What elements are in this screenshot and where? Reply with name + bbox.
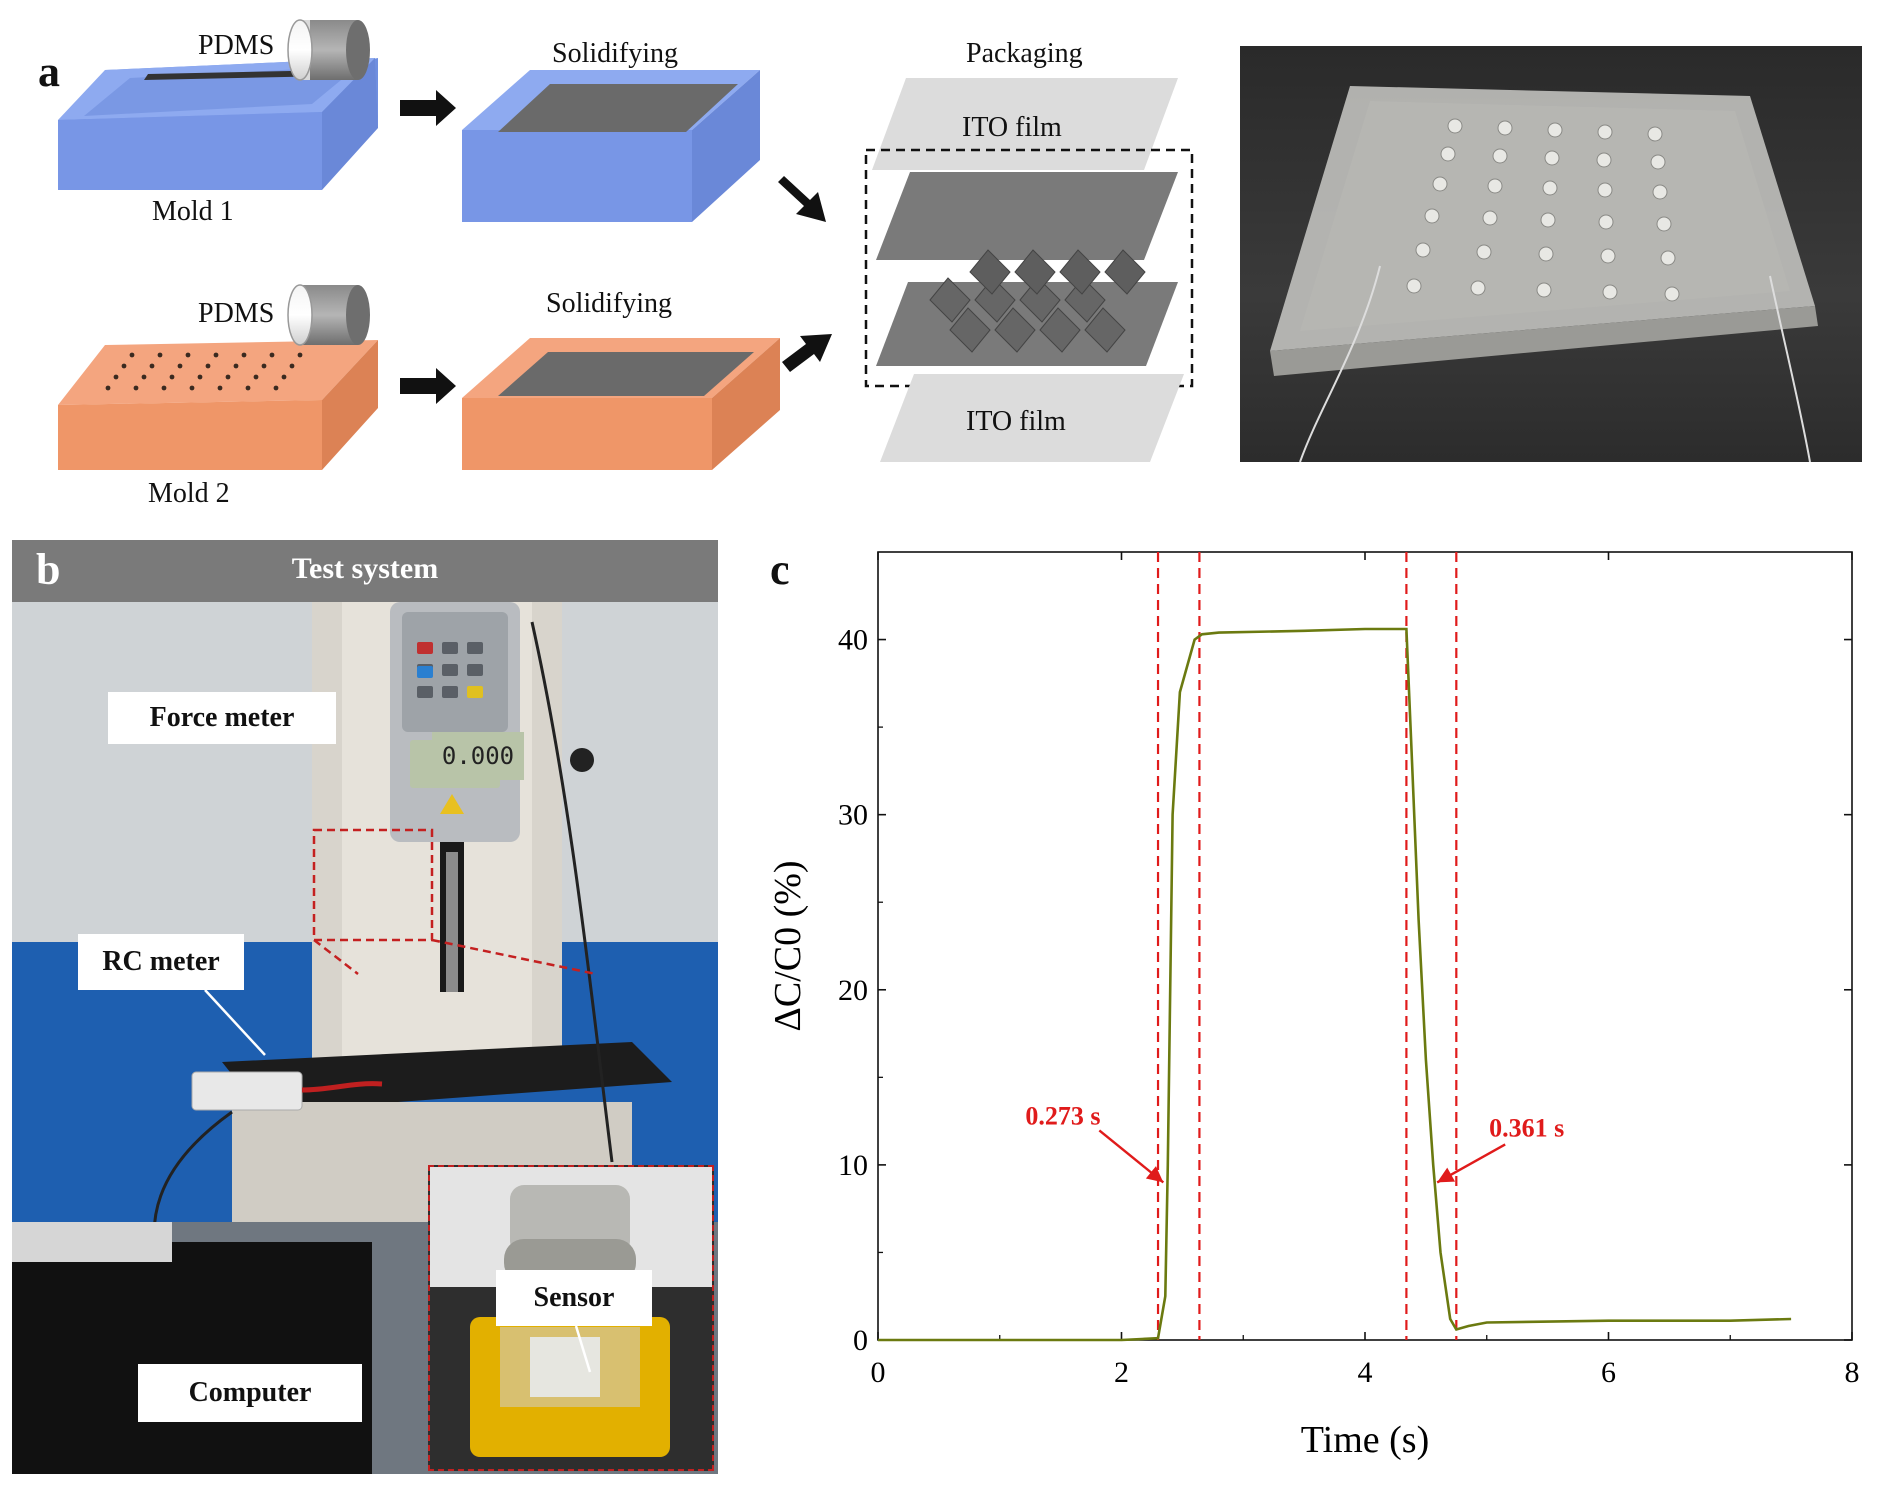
- force-meter-tag: Force meter: [108, 692, 336, 744]
- fabrication-schematic: [58, 19, 1194, 470]
- panel-b-pointers: [204, 989, 592, 1373]
- solidifying-label-top: Solidifying: [552, 38, 679, 69]
- y-tick-label: 30: [838, 799, 868, 832]
- solidified-mold-2: [462, 338, 780, 470]
- solidifying-label-bottom: Solidifying: [546, 288, 673, 319]
- capacitance-trace: [878, 627, 1792, 1342]
- pdms-container-bottom: [287, 284, 370, 346]
- annotation-rise-time: 0.273 s: [1025, 1101, 1100, 1130]
- x-tick-label: 2: [1114, 1356, 1129, 1389]
- pdms-container-top: [287, 19, 370, 81]
- pdms-label-top: PDMS: [198, 30, 275, 61]
- sensor-tag: Sensor: [496, 1270, 652, 1326]
- rc-meter-tag: RC meter: [78, 934, 244, 990]
- x-axis-label: Time (s): [1301, 1419, 1429, 1461]
- y-tick-label: 40: [838, 624, 868, 657]
- ito-film-label-bottom: ITO film: [966, 406, 1066, 437]
- packaging-stack: [864, 78, 1194, 462]
- y-tick-label: 10: [838, 1149, 868, 1182]
- mold-2-holes: [105, 352, 303, 391]
- process-arrows: [400, 90, 832, 404]
- mold-1: [58, 58, 378, 190]
- mold-2-label: Mold 2: [148, 478, 230, 509]
- solidified-mold-1: [462, 70, 760, 222]
- annotation-arrow-rise-head: [1145, 1166, 1164, 1183]
- device-photo: [1240, 46, 1862, 462]
- x-tick-label: 6: [1601, 1356, 1616, 1389]
- mold-2: [58, 340, 378, 470]
- y-tick-label: 0: [853, 1324, 868, 1357]
- mold-1-label: Mold 1: [152, 196, 234, 227]
- x-tick-label: 0: [871, 1356, 886, 1389]
- panel-b-letter: b: [36, 545, 61, 594]
- test-system-title: Test system: [291, 552, 439, 585]
- pdms-label-bottom: PDMS: [198, 298, 275, 329]
- test-system-header: [12, 540, 718, 602]
- packaging-label: Packaging: [966, 38, 1083, 69]
- plot-frame: [877, 551, 1853, 1341]
- y-axis-label: ΔC/C0 (%): [767, 860, 809, 1031]
- annotation-fall-time: 0.361 s: [1489, 1113, 1564, 1142]
- computer-tag: Computer: [138, 1364, 362, 1422]
- ito-film-label-top: ITO film: [962, 112, 1062, 143]
- panel-c-letter: c: [770, 545, 790, 594]
- sensor-inset-photo: [428, 1165, 714, 1471]
- force-meter-display: 0.000: [432, 732, 524, 780]
- annotation-arrow-fall-head: [1437, 1167, 1456, 1183]
- x-tick-label: 4: [1358, 1356, 1373, 1389]
- test-system-photo: [12, 602, 718, 1474]
- x-tick-label: 8: [1845, 1356, 1860, 1389]
- y-tick-label: 20: [838, 974, 868, 1007]
- panel-a-letter: a: [38, 47, 60, 96]
